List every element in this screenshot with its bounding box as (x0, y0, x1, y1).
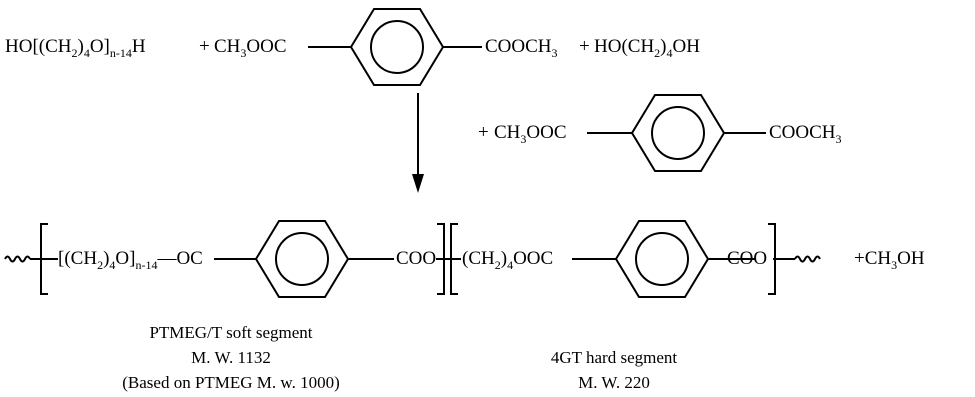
soft-segment-basis: (Based on PTMEG M. w. 1000) (122, 373, 340, 392)
methanol-byproduct: +CH3OH (854, 248, 925, 272)
plus-sign-2: + (579, 36, 590, 57)
chain-continuation-right-wave (794, 255, 821, 263)
soft-segment-mw: M. W. 1132 (191, 348, 271, 367)
soft-segment-chain: [(CH2)4O]n-14—OC (58, 248, 203, 272)
reaction-arrow-head (412, 174, 424, 193)
dmt2-right-group: COOCH3 (769, 122, 842, 146)
hard-segment-mw: M. W. 220 (578, 373, 650, 392)
chain-continuation-left-wave (4, 255, 31, 263)
soft-segment-ester: COO (396, 248, 437, 269)
reactant-butanediol: HO(CH2)4OH (594, 36, 700, 60)
benzene-ring-b (630, 94, 726, 172)
dmt-right-group: COOCH3 (485, 36, 558, 60)
soft-segment-name: PTMEG/T soft segment (149, 323, 313, 342)
dmt-left-group: CH3OOC (214, 36, 287, 60)
hard-segment-chain: (CH2)4OOC (462, 248, 554, 272)
benzene-ring-a (349, 8, 445, 86)
plus-sign-3: + (478, 122, 489, 143)
hard-segment-ester: COO (727, 248, 768, 269)
benzene-ring-d (614, 220, 710, 298)
dmt2-left-group: CH3OOC (494, 122, 567, 146)
hard-segment-name: 4GT hard segment (550, 348, 678, 367)
benzene-ring-c (254, 220, 350, 298)
plus-sign-1: + (199, 36, 210, 57)
reactant-ptmeg: HO[(CH2)4O]n-14H (5, 36, 146, 60)
